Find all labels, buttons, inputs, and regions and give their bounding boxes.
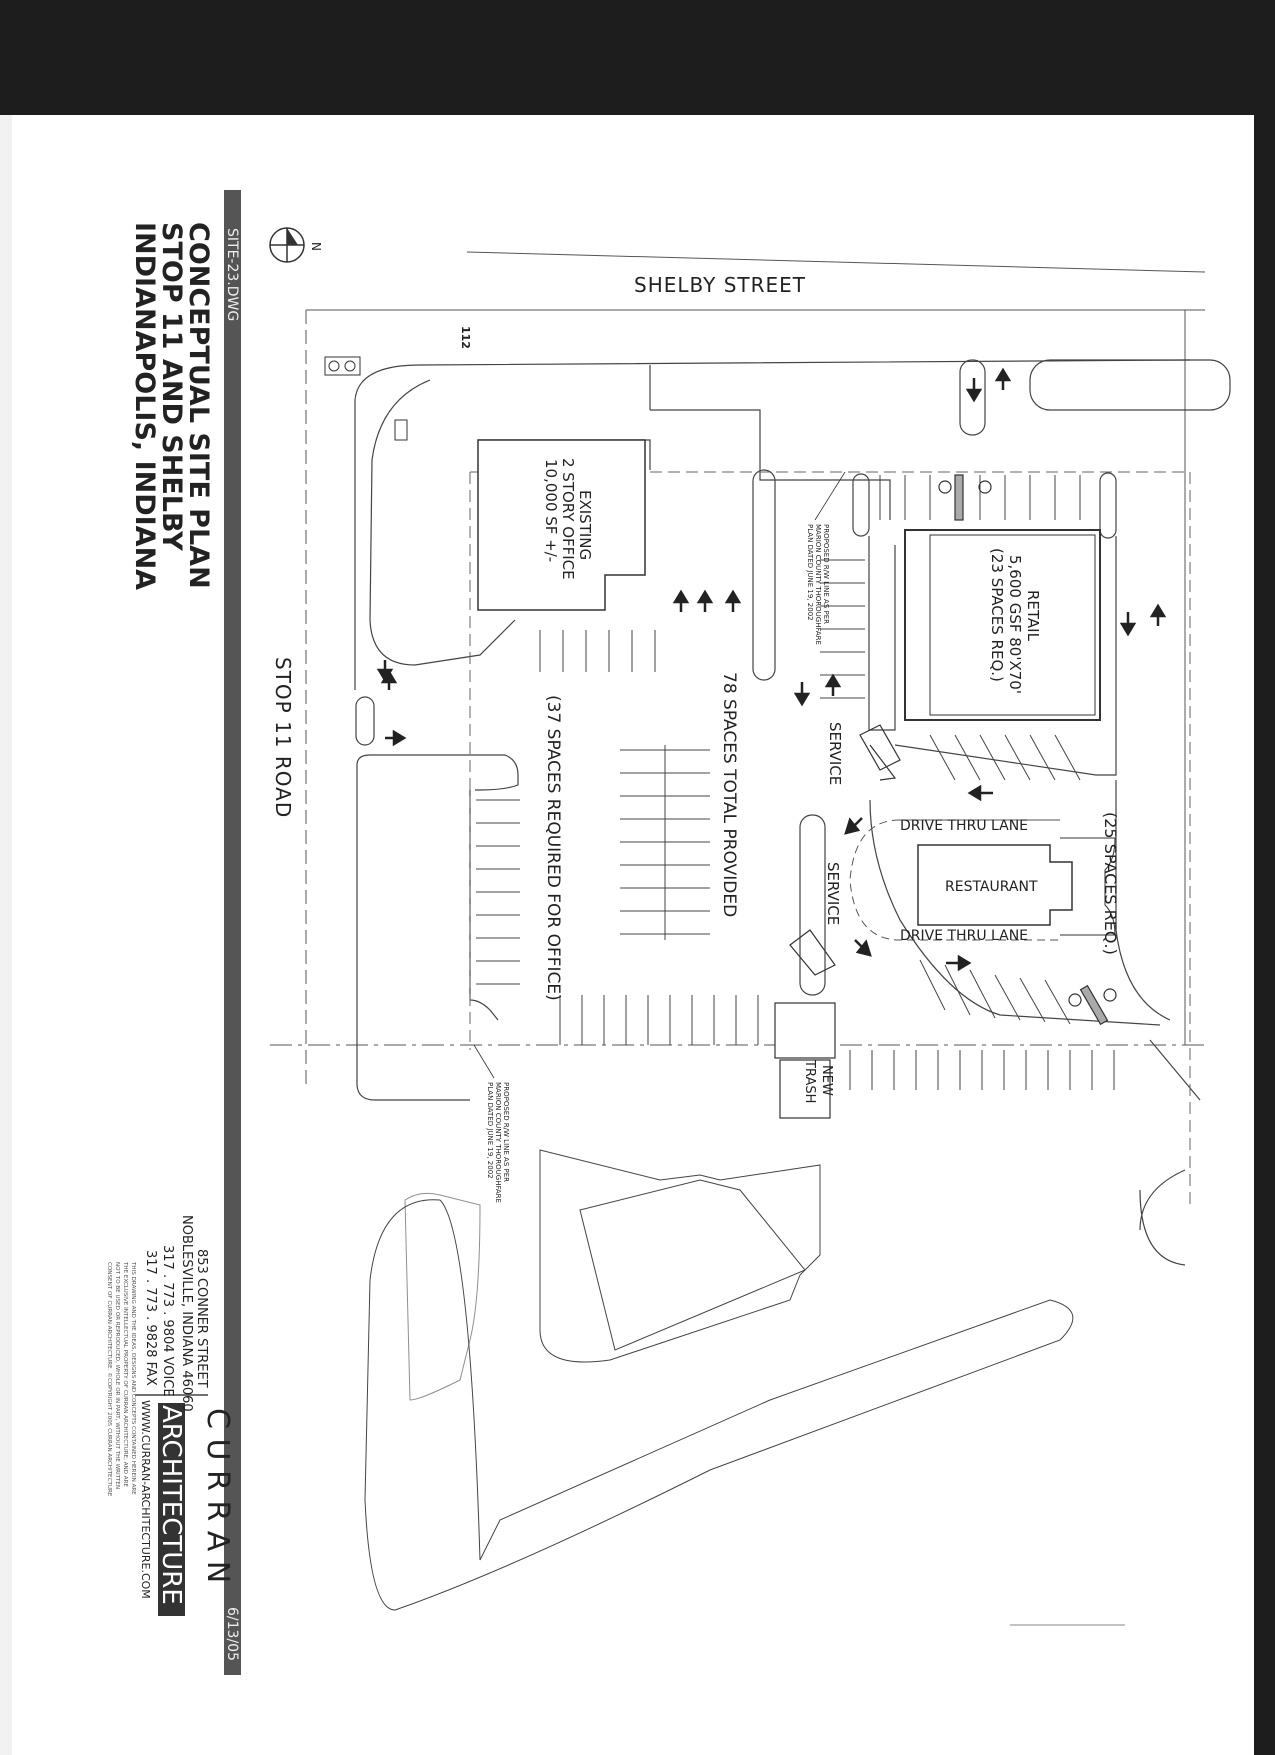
restaurant-spaces-req: (25 SPACES REQ.) bbox=[1101, 812, 1120, 955]
title-line-1: CONCEPTUAL SITE PLAN bbox=[183, 222, 214, 589]
title-line-2: STOP 11 AND SHELBY bbox=[156, 222, 187, 551]
sheet-date: 6/13/05 bbox=[224, 1607, 240, 1661]
row-note-1-line-3: PLAN DATED JUNE 19, 2002 bbox=[806, 524, 814, 621]
parking-stalls bbox=[476, 475, 1115, 1090]
title-bar bbox=[224, 190, 241, 1675]
trash-enclosure bbox=[774, 1002, 836, 1119]
row-note-1-line-1: PROPOSED R/W LINE AS PER bbox=[822, 524, 830, 624]
firm-website: WWW.CURRAN-ARCHITECTURE.COM bbox=[139, 1400, 152, 1599]
title-block: SITE-23.DWG 6/13/05 CONCEPTUAL SITE PLAN… bbox=[106, 190, 241, 1675]
row-note-1-line-2: MARION COUNTY THOROUGHFARE bbox=[814, 524, 822, 645]
office-label-2: 2 STORY OFFICE bbox=[559, 458, 577, 580]
firm-logo-letters: C U R R A N bbox=[200, 1408, 235, 1583]
traffic-arrows bbox=[376, 367, 1167, 972]
disclaimer-line-1: THIS DRAWING AND THE IDEAS, DESIGNS AND … bbox=[130, 1261, 136, 1495]
disclaimer-line-2: THE EXCLUSIVE INTELLECTUAL PROPERTY OF C… bbox=[122, 1261, 128, 1488]
firm-logo-box bbox=[158, 1403, 185, 1616]
service-label-1: SERVICE bbox=[826, 722, 844, 785]
row-note-2-line-1: PROPOSED R/W LINE AS PER bbox=[502, 1082, 510, 1182]
disclaimer-line-3: NOT TO BE USED OR REPRODUCED, WHOLE OR I… bbox=[114, 1262, 120, 1489]
drive-thru-lane-bottom: DRIVE THRU LANE bbox=[900, 928, 1028, 944]
retail-label-3: (23 SPACES REQ.) bbox=[988, 548, 1006, 682]
restaurant-label: RESTAURANT bbox=[945, 879, 1038, 895]
streets bbox=[270, 251, 1206, 1085]
row-note-2-line-3: PLAN DATED JUNE 19, 2002 bbox=[486, 1082, 494, 1179]
office-label-1: EXISTING bbox=[576, 490, 594, 560]
stop11-road-label: STOP 11 ROAD bbox=[271, 657, 295, 818]
site-curbs bbox=[354, 359, 1231, 1266]
spaces-office-note: (37 SPACES REQUIRED FOR OFFICE) bbox=[543, 695, 563, 1001]
adjacent-site bbox=[364, 1149, 1125, 1626]
scan-top-border bbox=[0, 0, 1275, 115]
trash-label-1: NEW bbox=[819, 1065, 834, 1096]
row-note-2: PROPOSED R/W LINE AS PER MARION COUNTY T… bbox=[473, 1044, 510, 1203]
title-line-3: INDIANAPOLIS, INDIANA bbox=[129, 222, 160, 590]
scan-left-edge bbox=[0, 115, 12, 1755]
row-note-2-line-2: MARION COUNTY THOROUGHFARE bbox=[494, 1082, 502, 1203]
address-line-1: 853 CONNER STREET bbox=[194, 1249, 209, 1388]
row-note-1: PROPOSED R/W LINE AS PER MARION COUNTY T… bbox=[806, 471, 846, 645]
trash-label-2: TRASH bbox=[802, 1059, 817, 1103]
office-label-3: 10,000 SF +/- bbox=[542, 459, 560, 562]
drive-thru-lane-top: DRIVE THRU LANE bbox=[900, 818, 1028, 834]
service-areas bbox=[789, 724, 901, 976]
phone-fax: 317 . 773 . 9828 FAX bbox=[143, 1250, 158, 1386]
shelby-street-label: SHELBY STREET bbox=[634, 273, 806, 297]
north-arrow-icon: N bbox=[269, 227, 323, 263]
retail-building bbox=[904, 529, 1101, 721]
north-label: N bbox=[309, 242, 323, 251]
spaces-total-note: 78 SPACES TOTAL PROVIDED bbox=[719, 672, 739, 917]
restaurant-building bbox=[849, 819, 1116, 941]
traffic-signal-icon bbox=[324, 356, 408, 441]
parcel-number: 112 bbox=[459, 326, 472, 349]
disclaimer-line-4: CONSENT OF CURRAN ARCHITECTURE. ©COPYRIG… bbox=[106, 1262, 113, 1497]
retail-label-1: RETAIL bbox=[1024, 590, 1042, 642]
service-label-2: SERVICE bbox=[824, 862, 842, 925]
scan-right-border bbox=[1254, 0, 1275, 1755]
retail-label-2: 5,600 GSF 80'X70' bbox=[1006, 555, 1024, 694]
phone-voice: 317 . 773 . 9804 VOICE bbox=[160, 1245, 175, 1397]
drawing-file-name: SITE-23.DWG bbox=[224, 228, 240, 321]
existing-office-building bbox=[477, 439, 646, 611]
firm-logo-word: ARCHITECTURE bbox=[156, 1405, 186, 1605]
accessible-parking-icon bbox=[938, 474, 1117, 1026]
address-line-2: NOBLESVILLE, INDIANA 46060 bbox=[179, 1215, 194, 1412]
